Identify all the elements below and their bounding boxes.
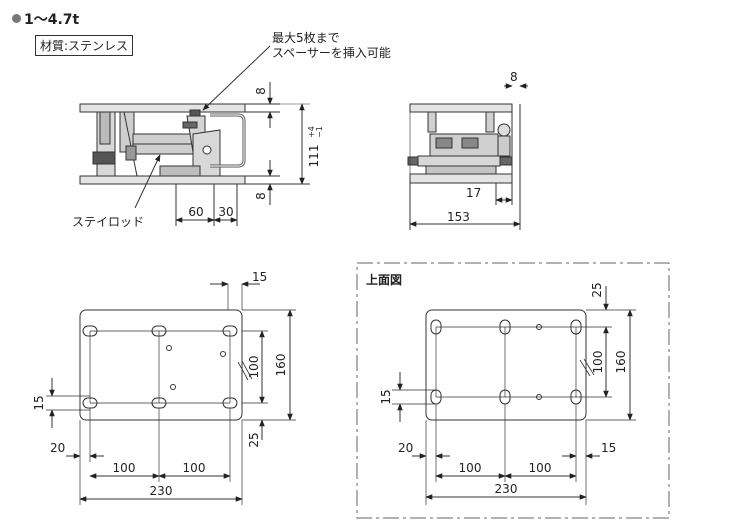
shim-note-line1: 最大5枚まで — [272, 30, 340, 45]
base-plan-view — [46, 281, 296, 505]
dim-front-tol-minus: −1 — [315, 126, 324, 138]
dim-top-100-a: 100 — [459, 461, 482, 475]
top-dimensions: 25 100 160 15 20 15 100 100 230 — [379, 282, 628, 496]
dim-base-15-left: 15 — [32, 395, 46, 410]
dim-top-20: 20 — [398, 441, 413, 455]
dim-front-height: 111 — [307, 145, 321, 168]
dim-base-100-b: 100 — [183, 461, 206, 475]
dim-top-100-b: 100 — [529, 461, 552, 475]
side-view — [407, 83, 528, 230]
dim-top-230: 230 — [495, 482, 518, 496]
base-dimensions: 15 100 160 25 15 20 100 100 230 — [32, 270, 288, 498]
capacity-range: 1〜4.7t — [24, 12, 80, 28]
top-plan-view — [392, 286, 636, 505]
base-plate-outline — [79, 309, 243, 421]
dim-front-tol-plus: +4 — [307, 126, 316, 138]
dim-base-230: 230 — [150, 484, 173, 498]
shim-leader — [202, 45, 271, 111]
top-plate-outline — [425, 309, 587, 421]
stay-rod-label: ステイロッド — [72, 215, 144, 229]
side-dimensions: 8 17 153 — [447, 70, 518, 224]
dim-top-100-v: 100 — [591, 351, 605, 374]
dim-base-15-top: 15 — [252, 270, 267, 284]
dim-top-160: 160 — [614, 351, 628, 374]
front-bottom-plate — [79, 175, 246, 185]
dim-base-25: 25 — [247, 432, 261, 447]
front-view — [79, 45, 310, 226]
dim-base-20: 20 — [50, 441, 65, 455]
dim-top-15-right: 15 — [601, 441, 616, 455]
shim-note-line2: スペーサーを挿入可能 — [272, 46, 391, 60]
front-dimensions: 8 8 111 +4 −1 60 30 最大5枚まで スペーサーを挿入可能 ステ… — [72, 30, 391, 229]
bullet-icon — [12, 14, 21, 23]
dim-top-15-left: 15 — [379, 389, 393, 404]
base-slot-holes — [82, 325, 238, 409]
dim-base-100-a: 100 — [113, 461, 136, 475]
dim-front-bottom-plate: 8 — [254, 192, 268, 200]
dim-front-top-plate: 8 — [254, 87, 268, 95]
top-view-frame — [356, 262, 670, 519]
top-view-label: 上面図 — [366, 272, 402, 287]
material-label: 材質:ステンレス — [35, 35, 134, 56]
front-top-plate — [79, 103, 246, 113]
dim-side-8: 8 — [510, 70, 518, 84]
stay-rod-leader — [134, 154, 161, 209]
top-slot-holes — [430, 319, 582, 405]
dim-base-160: 160 — [274, 354, 288, 377]
dim-side-153: 153 — [447, 210, 470, 224]
drawing-title: 1〜4.7t — [12, 9, 79, 29]
dim-front-30: 30 — [218, 205, 233, 219]
dim-top-25: 25 — [590, 282, 604, 297]
dim-side-17: 17 — [466, 186, 481, 200]
dim-front-60: 60 — [188, 205, 203, 219]
dim-base-100-v: 100 — [247, 356, 261, 379]
